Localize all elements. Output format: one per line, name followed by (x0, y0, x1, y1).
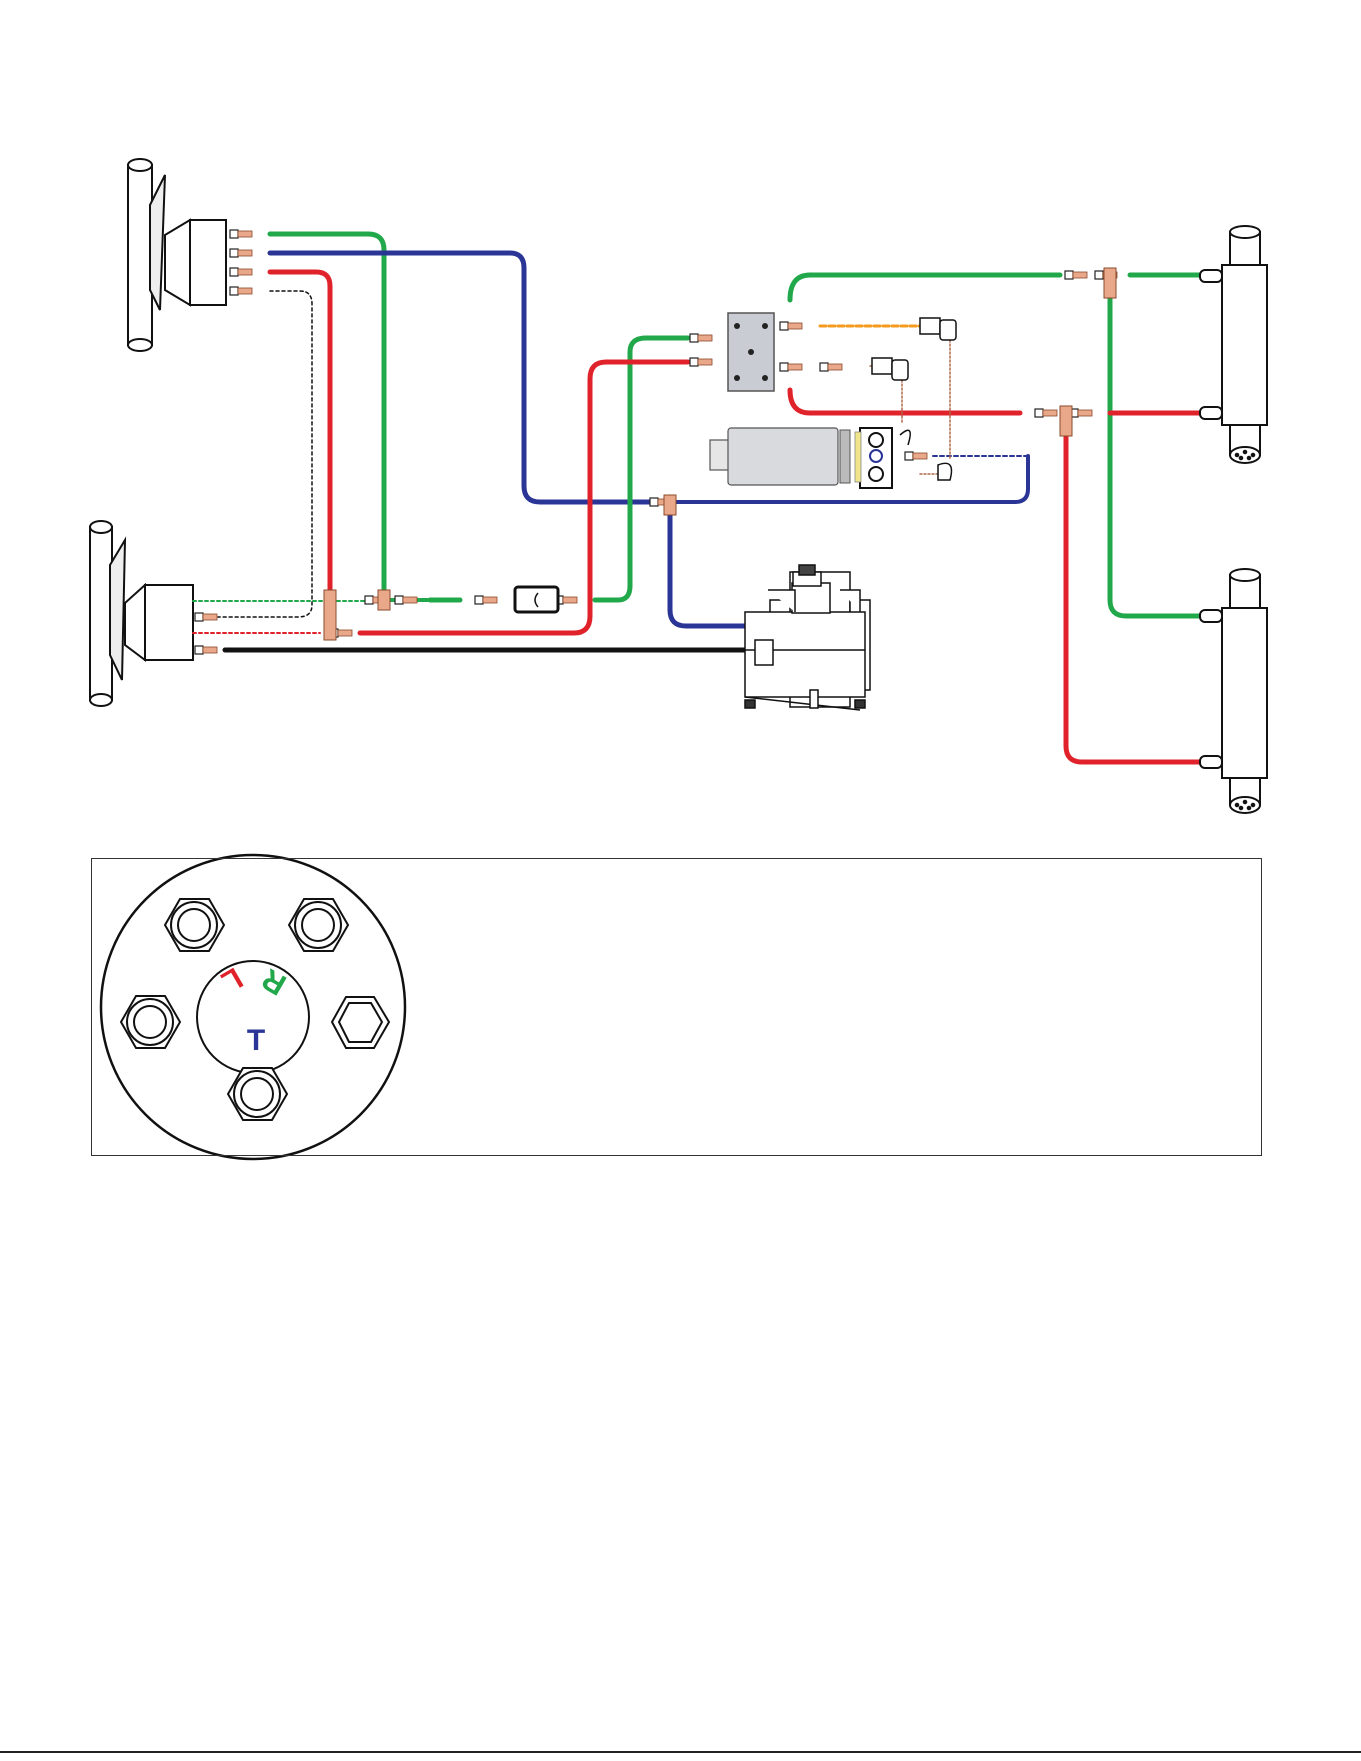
lower-helm-pump (125, 585, 193, 660)
upper-helm-pump (165, 220, 226, 305)
steering-cylinder-upper (1200, 226, 1267, 463)
lower-steering-wheel (90, 521, 125, 706)
page-bottom-rule (0, 1751, 1361, 1753)
legend-panel (91, 858, 1262, 1156)
upper-steering-wheel (128, 159, 165, 351)
hydraulic-reservoir-pump (745, 565, 870, 710)
pressure-sensor-upper (920, 318, 956, 340)
hoses (193, 234, 1200, 762)
steering-cylinder-lower (1200, 569, 1267, 813)
pressure-sensor-lower (872, 358, 908, 380)
valve-block (728, 313, 774, 391)
inline-filter (515, 587, 558, 612)
